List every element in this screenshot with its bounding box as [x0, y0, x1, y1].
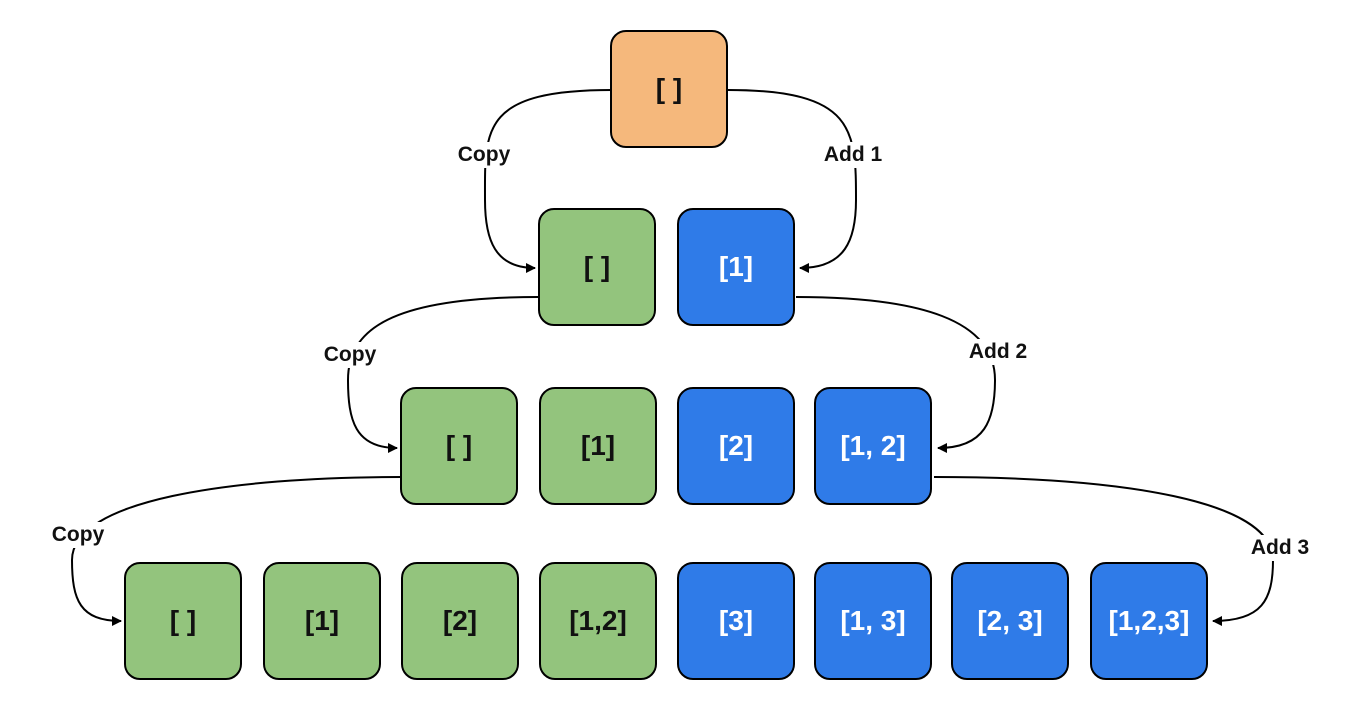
subset-node: [2] [677, 387, 795, 505]
subset-label: [1,2] [569, 605, 627, 636]
root-node-label: [ ] [655, 73, 683, 104]
add-1-edge-label: Add 1 [821, 142, 885, 168]
subset-label: [ ] [445, 430, 473, 461]
root-node: [ ] [610, 30, 728, 148]
subset-node: [1] [263, 562, 381, 680]
subset-node: [ ] [538, 208, 656, 326]
subset-label: [2] [718, 430, 754, 461]
add-2-edge-label: Add 2 [966, 339, 1030, 365]
subset-label: [1, 2] [840, 430, 906, 461]
subset-node: [1,2] [539, 562, 657, 680]
subset-label: [2] [442, 605, 478, 636]
subset-node: [3] [677, 562, 795, 680]
subset-label: [1] [304, 605, 340, 636]
subset-label: [ ] [583, 251, 611, 282]
copy-edge-label: Copy [49, 522, 107, 548]
subset-node: [2, 3] [951, 562, 1069, 680]
subset-label: [2, 3] [977, 605, 1043, 636]
subset-label: [ ] [169, 605, 197, 636]
copy-edge-0 [483, 89, 613, 273]
subset-node: [ ] [400, 387, 518, 505]
copy-edge-label: Copy [321, 342, 379, 368]
subset-node: [1] [677, 208, 795, 326]
copy-edge-label: Copy [455, 142, 513, 168]
subset-node: [1] [539, 387, 657, 505]
subset-node: [2] [401, 562, 519, 680]
add-edge-3 [933, 476, 1275, 626]
subset-node: [1,2,3] [1090, 562, 1208, 680]
subset-label: [1, 3] [840, 605, 906, 636]
subset-label: [1,2,3] [1108, 605, 1190, 636]
subset-node: [1, 3] [814, 562, 932, 680]
subset-node: [ ] [124, 562, 242, 680]
subset-label: [3] [718, 605, 754, 636]
subset-label: [1] [718, 251, 754, 282]
add-edge-1 [727, 89, 858, 273]
subset-node: [1, 2] [814, 387, 932, 505]
add-3-edge-label: Add 3 [1248, 535, 1312, 561]
subset-label: [1] [580, 430, 616, 461]
